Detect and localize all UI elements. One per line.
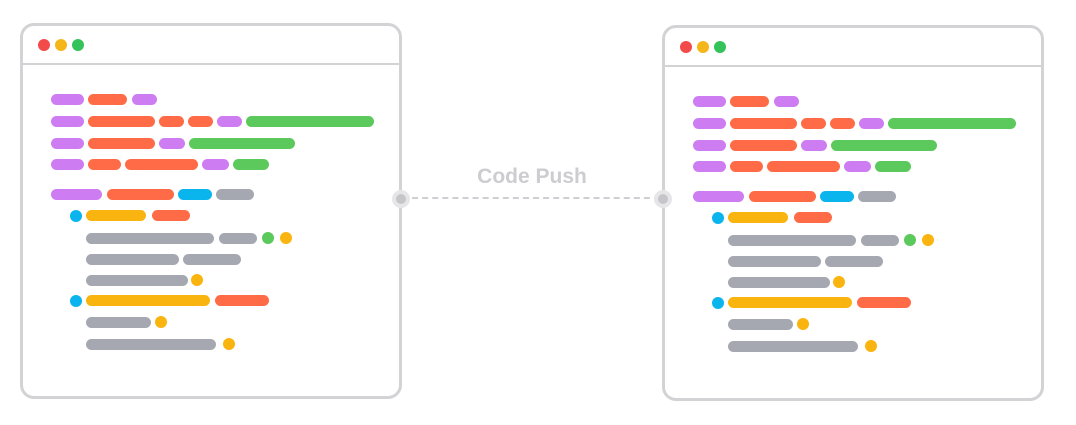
code-token — [86, 339, 216, 350]
code-token — [749, 191, 816, 202]
window-titlebar — [665, 28, 1041, 67]
code-token — [189, 138, 295, 149]
push-connector-line — [402, 197, 660, 199]
code-token — [86, 254, 179, 265]
code-token — [844, 161, 871, 172]
code-token — [728, 319, 793, 330]
code-token — [88, 116, 155, 127]
code-dot — [922, 234, 934, 246]
code-token — [183, 254, 241, 265]
code-dot — [797, 318, 809, 330]
code-token — [794, 212, 832, 223]
code-block — [665, 28, 1041, 398]
code-token — [730, 161, 763, 172]
code-token — [178, 189, 212, 200]
code-token — [857, 297, 911, 308]
code-token — [888, 118, 1016, 129]
code-token — [88, 159, 121, 170]
code-token — [51, 138, 84, 149]
code-token — [693, 191, 744, 202]
code-token — [861, 235, 899, 246]
minimize-icon[interactable] — [55, 39, 67, 51]
close-icon[interactable] — [38, 39, 50, 51]
code-dot — [865, 340, 877, 352]
code-token — [767, 161, 840, 172]
code-token — [159, 116, 184, 127]
code-token — [830, 118, 855, 129]
code-token — [801, 140, 827, 151]
code-token — [88, 94, 127, 105]
close-icon[interactable] — [680, 41, 692, 53]
code-token — [825, 256, 883, 267]
code-token — [875, 161, 911, 172]
code-token — [88, 138, 155, 149]
minimize-icon[interactable] — [697, 41, 709, 53]
code-token — [215, 295, 269, 306]
maximize-icon[interactable] — [714, 41, 726, 53]
code-token — [831, 140, 937, 151]
code-token — [152, 210, 190, 221]
code-token — [86, 233, 214, 244]
code-token — [728, 212, 788, 223]
code-dot — [70, 210, 82, 222]
code-token — [774, 96, 799, 107]
code-token — [728, 297, 852, 308]
code-token — [86, 210, 146, 221]
code-token — [246, 116, 374, 127]
code-token — [728, 256, 821, 267]
code-token — [86, 275, 188, 286]
code-token — [51, 116, 84, 127]
code-token — [728, 235, 856, 246]
code-push-label: Code Push — [477, 165, 587, 188]
window-titlebar — [23, 26, 399, 65]
code-token — [730, 118, 797, 129]
code-token — [188, 116, 213, 127]
code-token — [693, 140, 726, 151]
code-token — [125, 159, 198, 170]
code-token — [730, 140, 797, 151]
code-dot — [262, 232, 274, 244]
code-dot — [70, 295, 82, 307]
code-token — [693, 161, 726, 172]
code-dot — [712, 212, 724, 224]
code-dot — [155, 316, 167, 328]
code-token — [693, 96, 726, 107]
code-token — [51, 94, 84, 105]
code-token — [159, 138, 185, 149]
code-dot — [223, 338, 235, 350]
code-token — [801, 118, 826, 129]
code-dot — [833, 276, 845, 288]
code-token — [107, 189, 174, 200]
code-token — [219, 233, 257, 244]
source-window — [20, 23, 402, 399]
code-token — [233, 159, 269, 170]
target-connector-node — [654, 190, 672, 208]
code-token — [728, 277, 830, 288]
code-token — [86, 317, 151, 328]
code-token — [859, 118, 884, 129]
code-token — [858, 191, 896, 202]
code-token — [202, 159, 229, 170]
code-token — [51, 189, 102, 200]
code-token — [820, 191, 854, 202]
code-token — [86, 295, 210, 306]
code-token — [730, 96, 769, 107]
code-token — [51, 159, 84, 170]
code-dot — [191, 274, 203, 286]
code-token — [693, 118, 726, 129]
maximize-icon[interactable] — [72, 39, 84, 51]
target-window — [662, 25, 1044, 401]
source-connector-node — [392, 190, 410, 208]
code-dot — [712, 297, 724, 309]
code-token — [728, 341, 858, 352]
code-token — [132, 94, 157, 105]
code-dot — [904, 234, 916, 246]
code-token — [217, 116, 242, 127]
code-dot — [280, 232, 292, 244]
code-token — [216, 189, 254, 200]
code-block — [23, 26, 399, 396]
